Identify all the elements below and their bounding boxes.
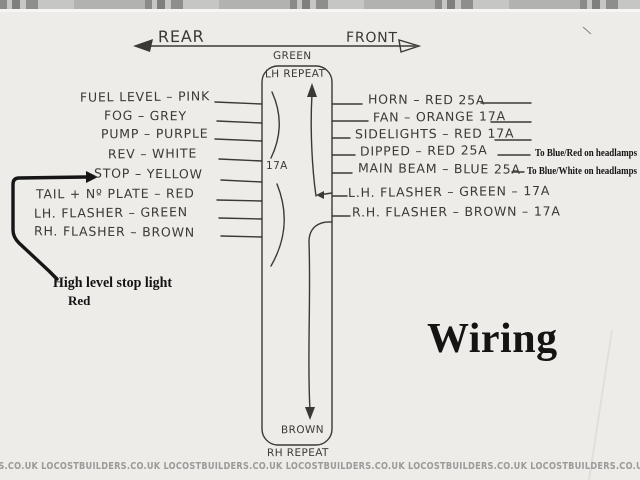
front-circuit-row: MAIN BEAM – BLUE 25A <box>357 160 521 177</box>
rear-bundle-curve-bottom <box>270 183 285 267</box>
main-beam-headlamp-note: To Blue/White on headlamps <box>527 166 638 177</box>
rear-bundle-curve-top <box>270 91 280 159</box>
stop-light-arrowhead <box>86 171 98 183</box>
front-label: FRONT <box>345 29 398 47</box>
front-circuit-row: DIPPED – RED 25A <box>359 142 488 159</box>
rear-circuit-row: FUEL LEVEL – PINK <box>79 88 211 105</box>
paper-crease <box>588 329 613 480</box>
loom-bottom-label: RH REPEAT <box>266 446 329 460</box>
rear-circuit-row: TAIL + Nº PLATE – RED <box>35 185 195 202</box>
rear-arrowhead <box>133 39 153 52</box>
stop-light-note-line2: Red <box>68 293 91 308</box>
lh-repeat-wire <box>310 93 317 197</box>
front-circuit-row: FAN – ORANGE 17A <box>372 108 506 125</box>
stop-light-callout-line <box>11 175 88 281</box>
front-arrowhead <box>398 39 422 53</box>
loom-bottom-wire-color: BROWN <box>280 423 325 437</box>
rh-repeat-wire <box>308 221 333 411</box>
junction-arrowhead <box>316 191 324 199</box>
loom-top-wire-color: GREEN <box>272 49 312 63</box>
rear-circuit-row: REV – WHITE <box>107 145 198 162</box>
front-circuit-row: R.H. FLASHER – BROWN – 17A <box>351 203 561 220</box>
loom-box-outline <box>261 65 333 446</box>
rear-label: REAR <box>157 26 205 47</box>
rear-circuit-row: FOG – GREY <box>103 107 187 124</box>
dipped-headlamp-note: To Blue/Red on headlamps <box>535 148 638 159</box>
loom-gauge-label: 17A <box>266 160 288 172</box>
front-circuit-row: SIDELIGHTS – RED 17A <box>354 125 515 142</box>
loom-top-label: LH REPEAT <box>264 67 326 81</box>
stop-light-note-line1: High level stop light <box>53 275 172 291</box>
rear-circuit-row: RH. FLASHER – BROWN <box>33 223 195 240</box>
rear-circuit-row: STOP – YELLOW <box>93 165 203 182</box>
rear-circuit-row: LH. FLASHER – GREEN <box>33 204 188 221</box>
watermark-text: ERS.CO.UK LOCOSTBUILDERS.CO.UK LOCOSTBUI… <box>0 461 640 472</box>
pen-mark <box>582 26 592 35</box>
front-circuit-row: HORN – RED 25A <box>367 91 486 108</box>
rh-repeat-down-arrowhead <box>305 407 315 420</box>
rear-circuit-row: PUMP – PURPLE <box>100 125 209 142</box>
page-title: Wiring <box>427 316 558 362</box>
lh-repeat-up-arrowhead <box>307 83 317 97</box>
page-edge-pattern-band <box>0 0 640 12</box>
front-circuit-row: L.H. FLASHER – GREEN – 17A <box>347 182 551 201</box>
